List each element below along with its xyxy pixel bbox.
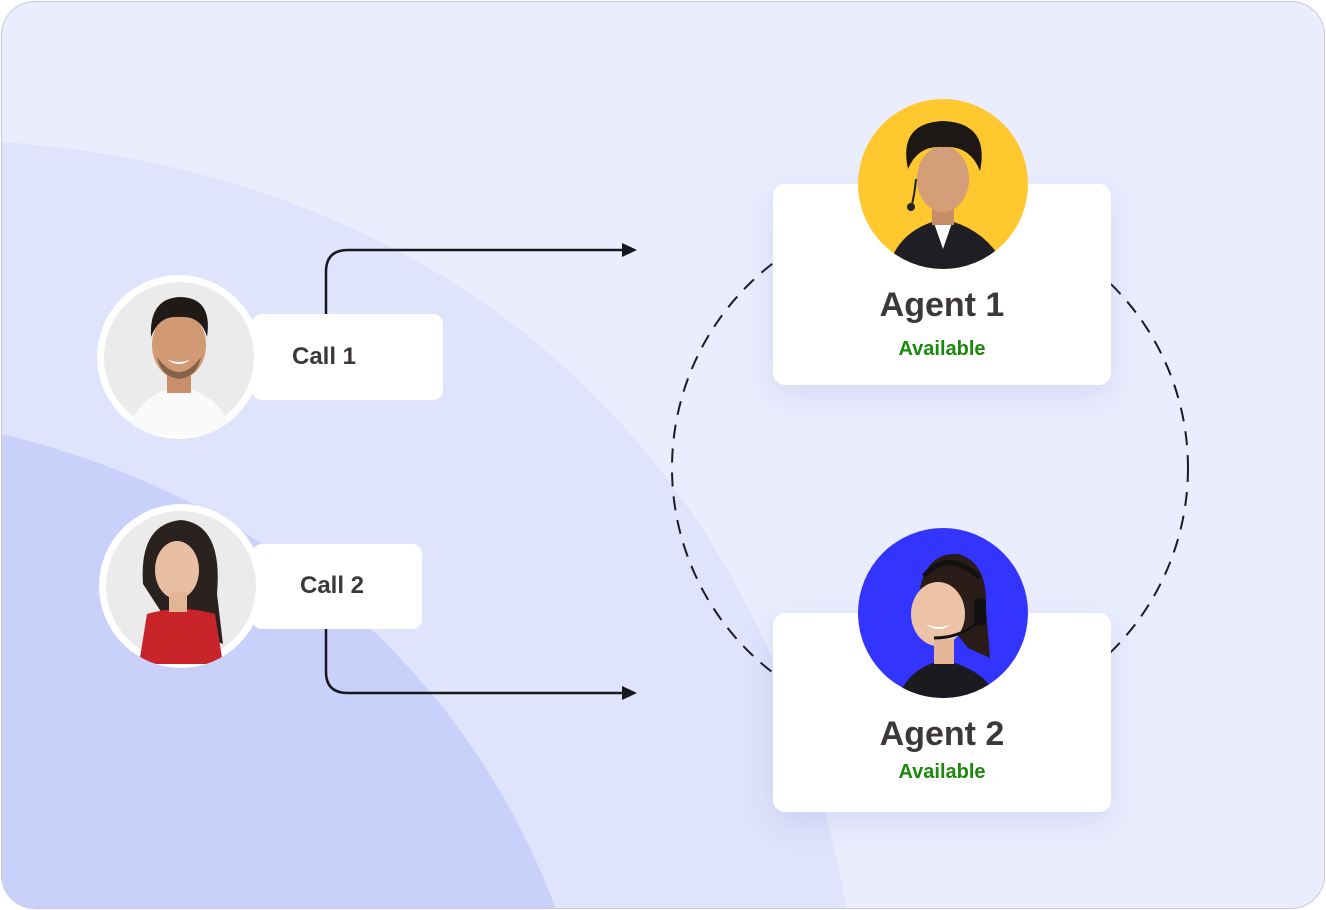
- agent-1-avatar-icon: [858, 99, 1028, 269]
- call-1-label: Call 1: [292, 343, 357, 370]
- arrowhead-icon: [622, 243, 637, 257]
- arrowhead-icon: [622, 686, 637, 700]
- arrow-call-1: [324, 248, 624, 316]
- arrow-call-2: [324, 628, 624, 695]
- agent-1-name: Agent 1: [879, 286, 1005, 324]
- agent-pool-dashed-circle: [671, 209, 1189, 727]
- agent-2-status: Available: [898, 761, 986, 783]
- call-2-label: Call 2: [300, 572, 365, 599]
- woman-caller-avatar-icon: [99, 504, 263, 668]
- man-caller-avatar-icon: [97, 275, 261, 439]
- agent-2-name: Agent 2: [879, 715, 1005, 753]
- agent-1-status: Available: [898, 338, 986, 360]
- call-1-card[interactable]: Call 1: [252, 314, 443, 400]
- call-2-card[interactable]: Call 2: [252, 544, 422, 629]
- agent-2-avatar-icon: [858, 528, 1028, 698]
